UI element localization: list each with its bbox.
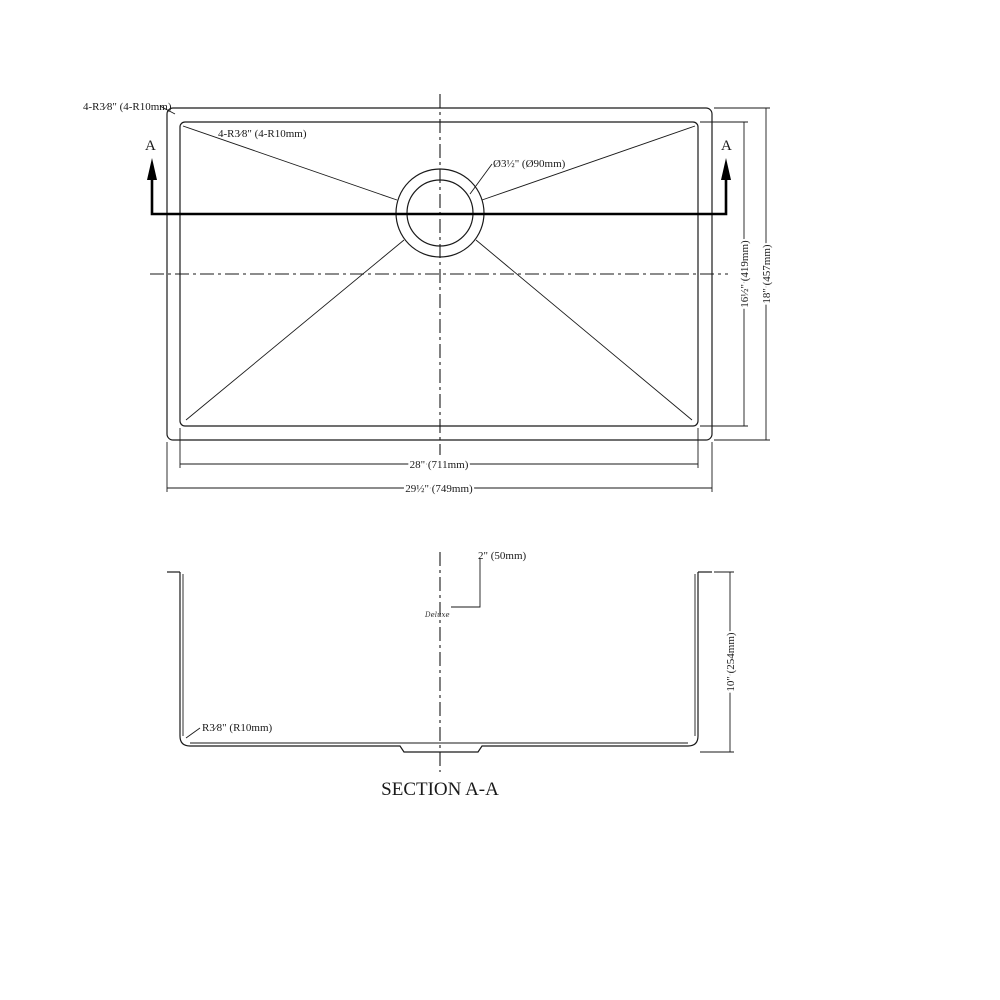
section-cut-line	[150, 175, 728, 216]
flange-leader	[451, 558, 481, 608]
section-marker-right: A	[721, 138, 732, 154]
inner-corner-radius-label: 4-R3⁄8" (4-R10mm)	[218, 128, 307, 140]
outer-corner-leader	[159, 105, 176, 115]
inner-width-label: 28" (711mm)	[410, 459, 469, 471]
slope-line-bottom-left	[185, 239, 405, 421]
section-title: SECTION A-A	[381, 779, 499, 800]
slope-line-bottom-right	[475, 239, 693, 421]
section-profile	[179, 572, 699, 753]
bottom-radius-label: R3⁄8" (R10mm)	[202, 722, 273, 734]
section-view: 10" (254mm) 2" (50mm) R3⁄8" (R10mm) Delu…	[167, 550, 739, 800]
flange-label: 2" (50mm)	[478, 550, 527, 562]
section-arrow-right	[721, 158, 731, 180]
inner-depth-label: 16½" (419mm)	[739, 240, 751, 308]
section-arrow-left	[147, 158, 157, 180]
outer-depth-label: 18" (457mm)	[761, 244, 773, 304]
section-marker-left: A	[145, 138, 156, 154]
maker-signature: Deluxe	[424, 611, 450, 619]
height-label: 10" (254mm)	[725, 632, 737, 692]
outer-width-label: 29½" (749mm)	[405, 483, 473, 495]
outer-corner-radius-label: 4-R3⁄8" (4-R10mm)	[83, 101, 172, 113]
drain-diameter-label: Ø3½" (Ø90mm)	[493, 158, 566, 170]
slope-line-top-right	[481, 125, 696, 201]
drain-leader	[469, 163, 493, 195]
slope-line-top-left	[182, 125, 398, 201]
bottom-radius-leader	[185, 727, 201, 739]
top-view: A A 4-R3⁄8" (4-R10mm) 4-R3⁄8" (4-R10mm) …	[83, 94, 775, 497]
